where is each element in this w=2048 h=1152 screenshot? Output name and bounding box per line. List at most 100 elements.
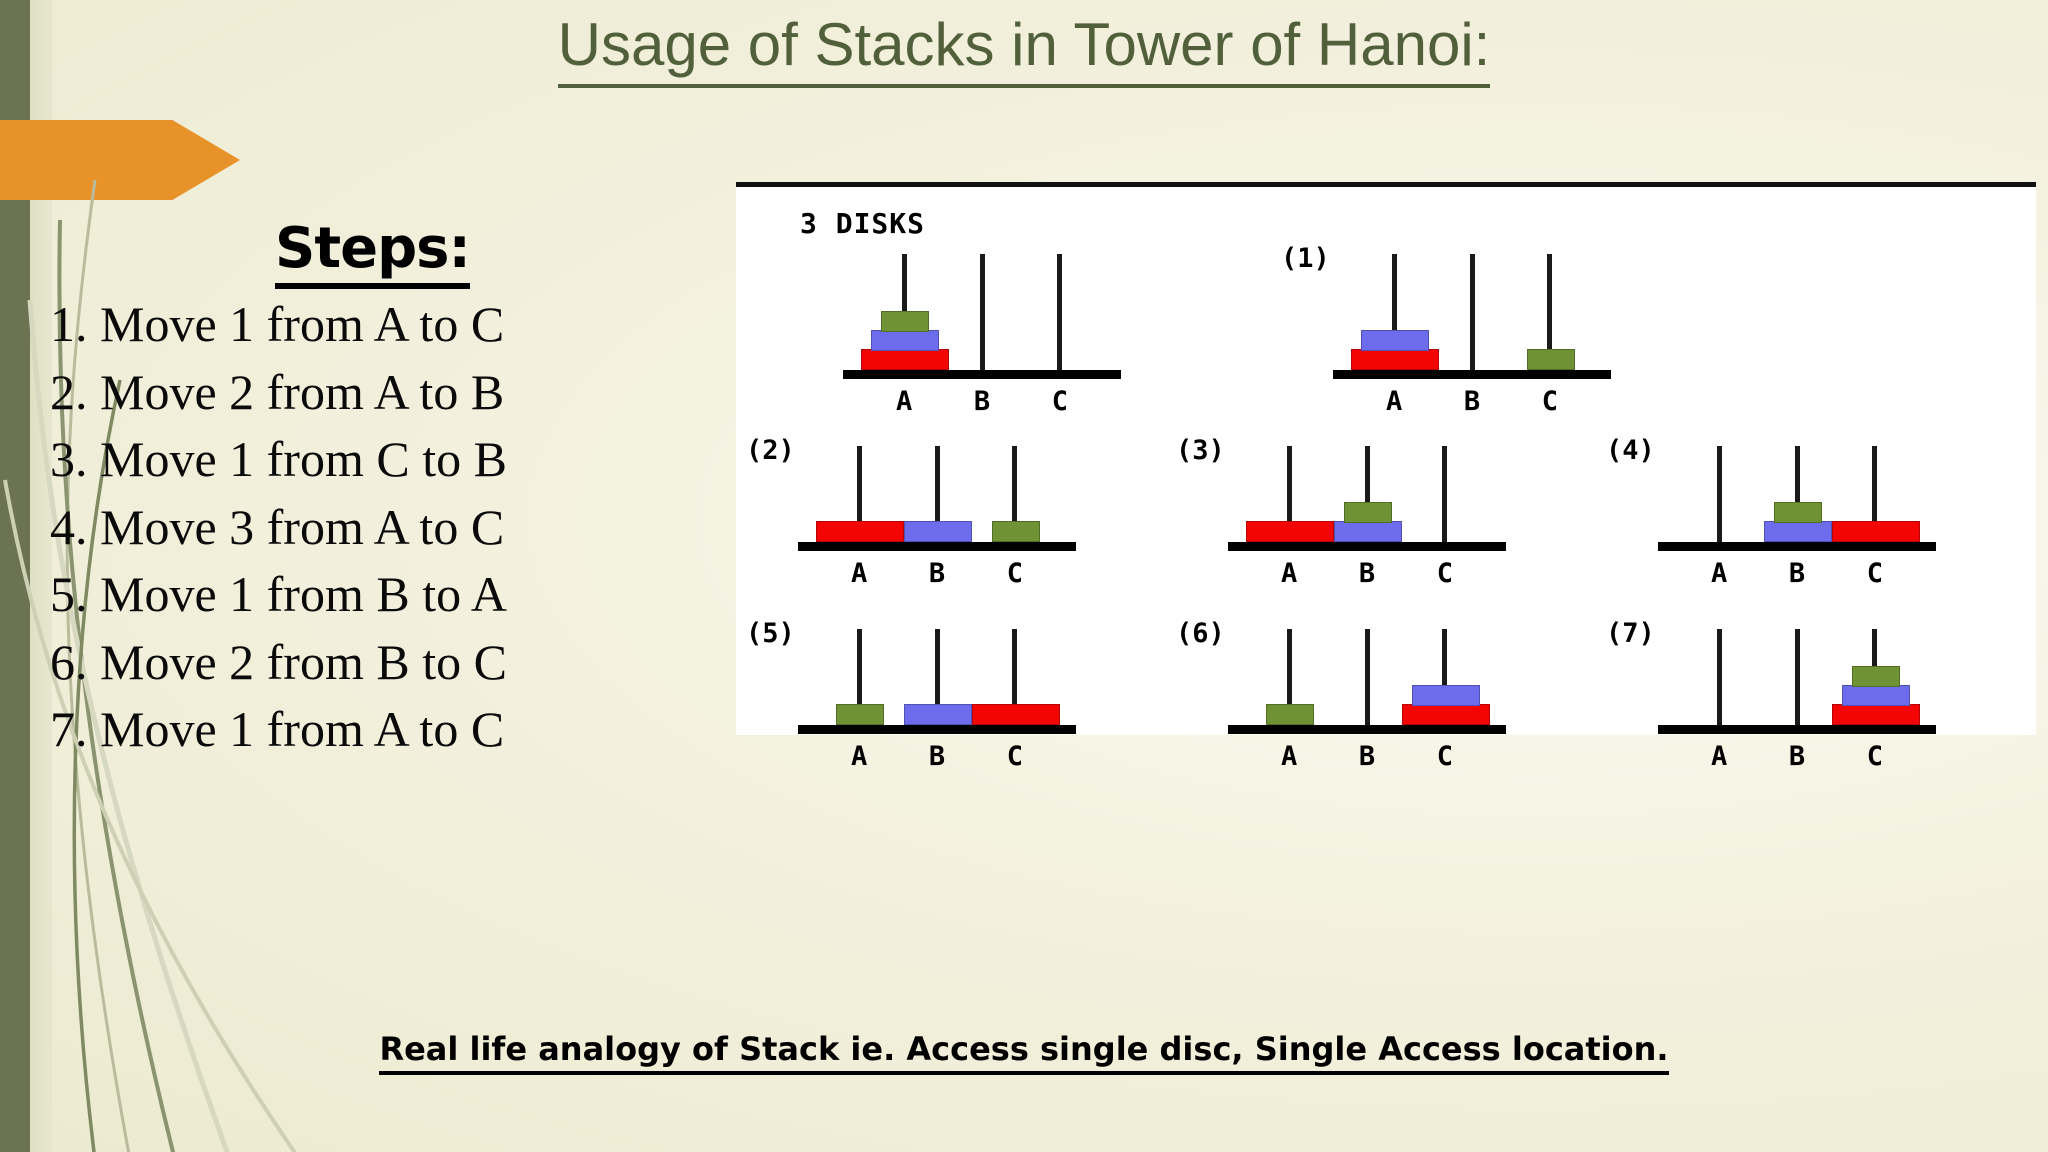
peg-label-b: B — [928, 558, 946, 589]
hanoi-base-board — [798, 725, 1076, 734]
hanoi-base-board — [1228, 542, 1506, 551]
disk-medium-on-peg-a — [871, 330, 940, 351]
slide-caption-text: Real life analogy of Stack ie. Access si… — [379, 1030, 1669, 1075]
disk-medium-on-peg-b — [904, 704, 972, 725]
peg-label-c: C — [1436, 741, 1453, 772]
peg-b — [934, 629, 940, 725]
peg-label-b: B — [973, 386, 991, 417]
disk-large-on-peg-a — [861, 349, 950, 370]
peg-label-c: C — [1866, 741, 1883, 772]
peg-a — [856, 446, 862, 542]
hanoi-pegs: A B C — [1658, 446, 1936, 589]
disk-small-on-peg-c — [1526, 349, 1575, 370]
disk-large-on-peg-a — [816, 521, 905, 542]
peg-label-a: A — [1711, 558, 1728, 589]
peg-a — [856, 629, 862, 725]
disk-large-on-peg-a — [1351, 349, 1440, 370]
disk-small-on-peg-c — [1851, 666, 1900, 687]
steps-list: Move 1 from A to C Move 2 from A to B Mo… — [45, 295, 720, 768]
hanoi-base-board — [843, 370, 1121, 379]
orange-arrow-shape — [0, 120, 240, 200]
list-item: Move 1 from A to C — [100, 700, 720, 759]
peg-a — [1716, 629, 1722, 725]
disk-medium-on-peg-c — [1411, 685, 1480, 706]
hanoi-base-board — [1333, 370, 1611, 379]
disk-large-on-peg-c — [1401, 704, 1490, 725]
peg-c — [1442, 446, 1448, 542]
peg-label-a: A — [851, 741, 868, 772]
peg-label-b: B — [1788, 741, 1806, 772]
hanoi-base-board — [1658, 725, 1936, 734]
hanoi-frame-step5: (5) A B C — [746, 592, 1076, 772]
peg-c — [1547, 254, 1553, 370]
peg-label-b: B — [1358, 558, 1376, 589]
disk-medium-on-peg-b — [904, 521, 972, 542]
peg-label-c: C — [1436, 558, 1453, 589]
hanoi-frame-step4: (4) A B C — [1606, 409, 1936, 589]
hanoi-frame-initial: A B C — [791, 217, 1121, 417]
steps-heading-text: Steps: — [275, 216, 471, 289]
peg-c — [1012, 629, 1018, 725]
peg-label-c: C — [1006, 558, 1023, 589]
peg-label-a: A — [896, 386, 913, 417]
disk-large-on-peg-c — [1831, 521, 1920, 542]
disk-small-on-peg-c — [991, 521, 1040, 542]
hanoi-pegs: A B C — [1228, 629, 1506, 772]
disks-count-label: 3 DISKS — [800, 207, 926, 240]
hanoi-frame-step7: (7) A B C — [1606, 592, 1936, 772]
peg-label-c: C — [1006, 741, 1023, 772]
peg-b — [1364, 629, 1370, 725]
list-item: Move 2 from A to B — [100, 363, 720, 422]
disk-small-on-peg-a — [881, 311, 930, 332]
list-item: Move 3 from A to C — [100, 498, 720, 557]
slide-caption: Real life analogy of Stack ie. Access si… — [0, 1030, 2048, 1075]
disk-small-on-peg-a — [836, 704, 885, 725]
peg-label-b: B — [928, 741, 946, 772]
peg-label-b: B — [1358, 741, 1376, 772]
hanoi-base-board — [798, 542, 1076, 551]
list-item: Move 2 from B to C — [100, 633, 720, 692]
steps-heading: Steps: — [275, 216, 471, 289]
disk-large-on-peg-a — [1246, 521, 1335, 542]
list-item: Move 1 from C to B — [100, 430, 720, 489]
peg-label-a: A — [1281, 741, 1298, 772]
disk-medium-on-peg-c — [1841, 685, 1910, 706]
peg-label-a: A — [1711, 741, 1728, 772]
peg-b — [979, 254, 985, 370]
disk-medium-on-peg-b — [1334, 521, 1402, 542]
peg-c — [1057, 254, 1063, 370]
peg-label-c: C — [1051, 386, 1068, 417]
hanoi-pegs: A B C — [1228, 446, 1506, 589]
disk-large-on-peg-c — [971, 704, 1060, 725]
peg-label-c: C — [1541, 386, 1558, 417]
frame-step-number: (4) — [1606, 435, 1655, 466]
disk-medium-on-peg-b — [1764, 521, 1832, 542]
hanoi-frame-step3: (3) A B C — [1176, 409, 1506, 589]
page-title-text: Usage of Stacks in Tower of Hanoi: — [557, 11, 1491, 88]
frame-step-number: (2) — [746, 435, 795, 466]
peg-label-b: B — [1463, 386, 1481, 417]
peg-b — [1469, 254, 1475, 370]
peg-b — [934, 446, 940, 542]
hanoi-pegs: A B C — [798, 629, 1076, 772]
peg-label-a: A — [1281, 558, 1298, 589]
peg-label-c: C — [1866, 558, 1883, 589]
frame-step-number: (7) — [1606, 618, 1655, 649]
hanoi-pegs: A B C — [843, 254, 1121, 417]
peg-c — [1012, 446, 1018, 542]
peg-label-a: A — [1386, 386, 1403, 417]
peg-label-b: B — [1788, 558, 1806, 589]
disk-small-on-peg-b — [1344, 502, 1392, 523]
disk-large-on-peg-c — [1831, 704, 1920, 725]
peg-b — [1364, 446, 1370, 542]
peg-c — [1442, 629, 1448, 725]
frame-step-number: (5) — [746, 618, 795, 649]
disk-small-on-peg-b — [1774, 502, 1822, 523]
peg-a — [1286, 446, 1292, 542]
frame-step-number: (3) — [1176, 435, 1225, 466]
